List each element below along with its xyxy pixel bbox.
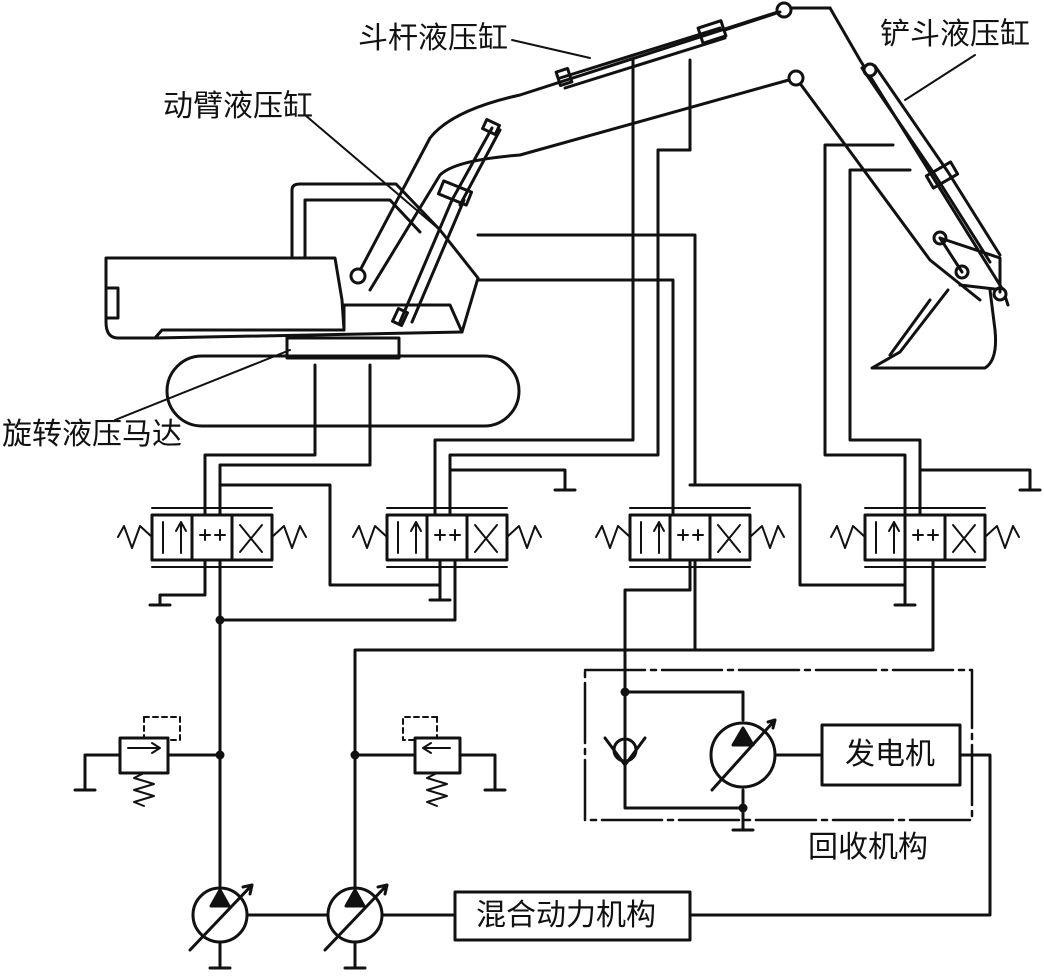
boom (349, 6, 832, 292)
recovery-mechanism-box (583, 668, 974, 832)
bucket-cylinder (860, 64, 1002, 264)
junction-dots (215, 615, 748, 813)
check-valve (603, 736, 647, 767)
bucket (870, 230, 1010, 370)
excavator-body (104, 182, 521, 428)
directional-valve-4 (830, 507, 1020, 568)
main-pump-1 (188, 883, 254, 970)
generator-label: 发电机 (845, 737, 935, 772)
directional-valve-3 (595, 507, 785, 568)
hydraulic-lines (73, 58, 1042, 917)
recovery-pump-motor (709, 718, 777, 792)
bucket-cylinder-label: 铲斗液压缸 (880, 17, 1030, 52)
generator-box (820, 723, 962, 787)
swing-motor-label: 旋转液压马达 (2, 417, 182, 452)
hybrid-power-label: 混合动力机构 (476, 898, 656, 933)
relief-valve-right (402, 716, 462, 807)
stick-arm (775, 1, 1005, 302)
recovery-mechanism-label: 回收机构 (808, 830, 928, 865)
arm-cylinder-label: 斗杆液压缸 (358, 21, 508, 56)
main-pump-2 (323, 883, 389, 970)
hybrid-power-box (453, 890, 692, 942)
boom-cylinder (391, 118, 502, 327)
leader-lines (114, 39, 976, 421)
directional-valve-2 (352, 507, 542, 568)
boom-cylinder-label: 动臂液压缸 (163, 89, 313, 124)
relief-valve-left (118, 716, 181, 807)
arm-cylinder (554, 10, 782, 90)
directional-valve-1 (117, 507, 307, 568)
